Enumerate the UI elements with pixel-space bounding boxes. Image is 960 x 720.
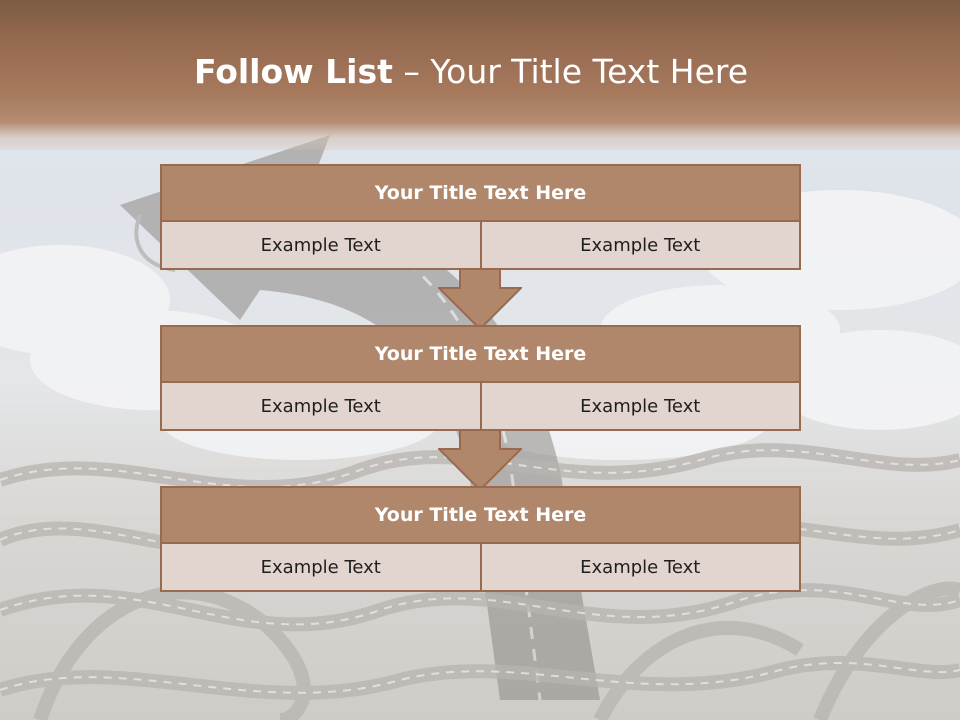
flow-block-1: Your Title Text Here Example Text Exampl… bbox=[160, 164, 801, 270]
header-band bbox=[0, 0, 960, 150]
flow-block-row: Example Text Example Text bbox=[162, 544, 799, 590]
flow-block-2: Your Title Text Here Example Text Exampl… bbox=[160, 325, 801, 431]
flow-block-row: Example Text Example Text bbox=[162, 222, 799, 268]
down-arrow-icon bbox=[438, 268, 522, 330]
down-arrow-icon bbox=[438, 429, 522, 491]
slide-title-rest: – Your Title Text Here bbox=[392, 52, 749, 91]
flow-block-title: Your Title Text Here bbox=[162, 327, 799, 383]
flow-block-cell-right: Example Text bbox=[479, 383, 799, 429]
flow-block-cell-right: Example Text bbox=[479, 544, 799, 590]
flow-block-cell-left: Example Text bbox=[162, 222, 480, 268]
flow-block-row: Example Text Example Text bbox=[162, 383, 799, 429]
flow-block-cell-left: Example Text bbox=[162, 544, 480, 590]
flow-block-title: Your Title Text Here bbox=[162, 488, 799, 544]
slide-title-bold: Follow List bbox=[193, 52, 393, 91]
flow-block-title: Your Title Text Here bbox=[162, 166, 799, 222]
flow-block-3: Your Title Text Here Example Text Exampl… bbox=[160, 486, 801, 592]
slide-title: Follow List – Your Title Text Here bbox=[0, 52, 942, 91]
flow-block-cell-right: Example Text bbox=[479, 222, 799, 268]
flow-block-cell-left: Example Text bbox=[162, 383, 480, 429]
